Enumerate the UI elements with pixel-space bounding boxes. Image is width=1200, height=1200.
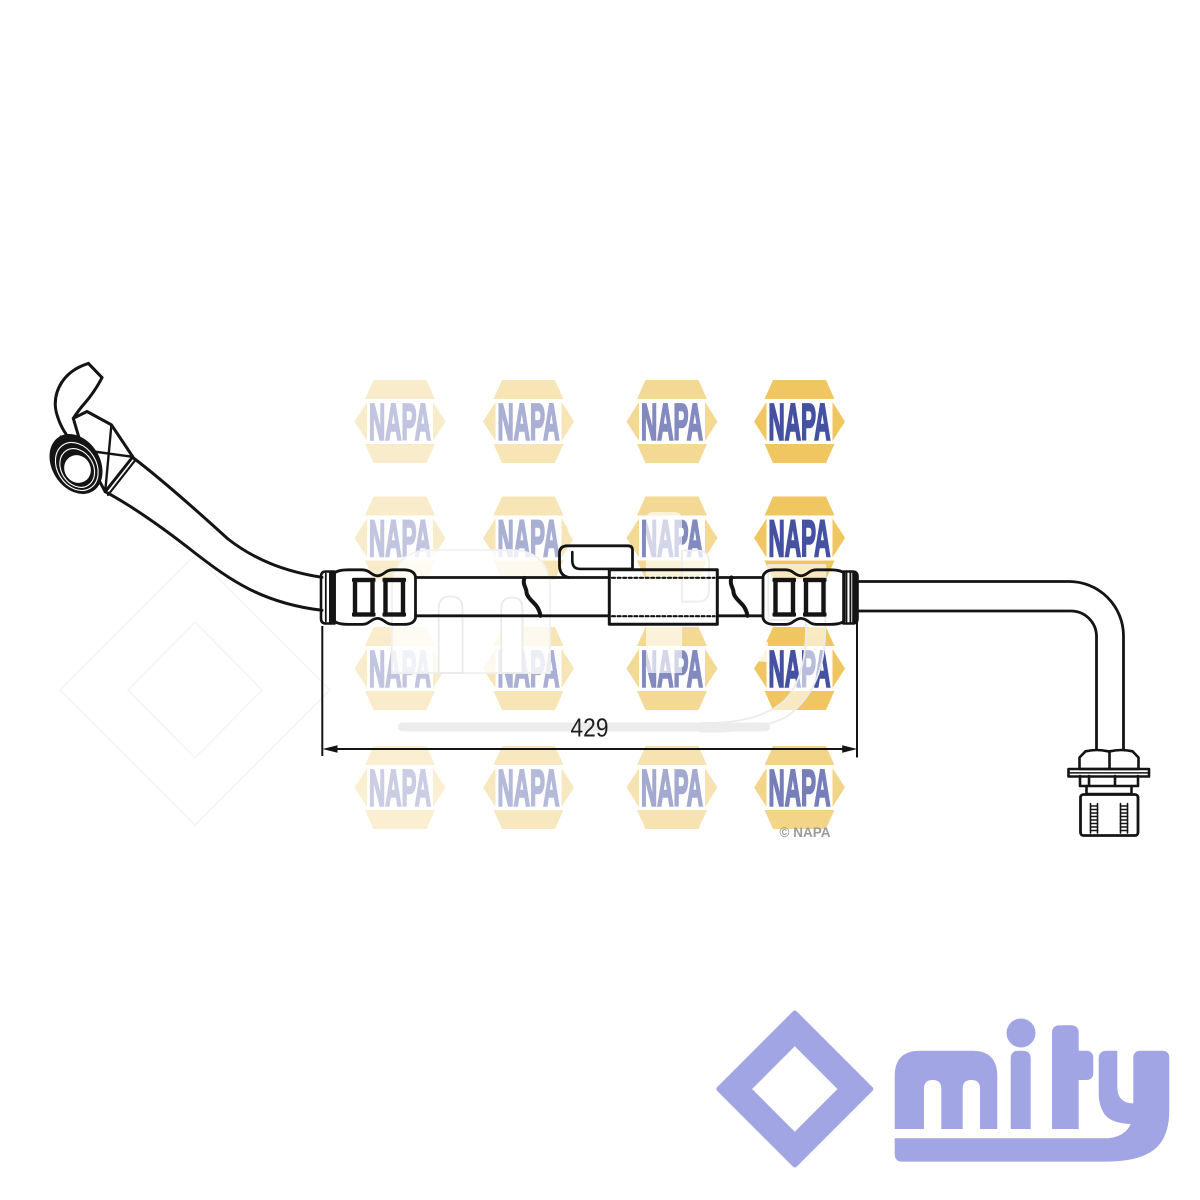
svg-text:429: 429: [571, 713, 609, 743]
svg-text:© NAPA: © NAPA: [780, 825, 831, 840]
